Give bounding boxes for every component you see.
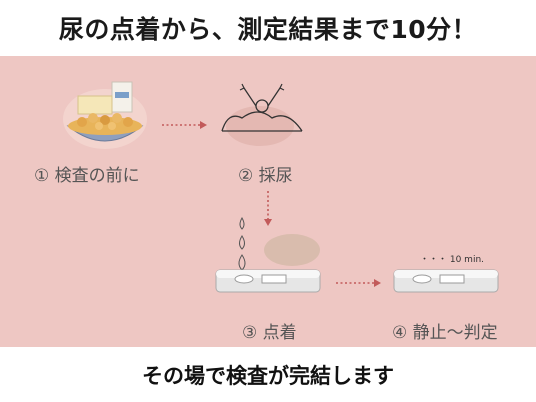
step-3-label: ③ 点着 bbox=[242, 323, 297, 343]
arrow-right-icon bbox=[336, 279, 381, 287]
arrow-right-icon bbox=[162, 121, 207, 129]
person-stretching-icon bbox=[221, 83, 303, 146]
timer-label: ・・・ 10 min. bbox=[420, 255, 485, 265]
page-title: 尿の点着から、測定結果まで10分！ bbox=[58, 15, 478, 44]
footer-text: その場で検査が完結します bbox=[142, 363, 394, 388]
test-strip-drops-icon bbox=[215, 234, 321, 293]
arrow-down-icon bbox=[264, 191, 272, 226]
food-bowl-icon bbox=[63, 81, 147, 149]
step-2-label: ② 採尿 bbox=[238, 166, 293, 186]
step-4-label: ④ 静止～判定 bbox=[392, 323, 498, 343]
test-strip-timer-icon bbox=[393, 269, 499, 293]
process-panel: ① 検査の前に ② 採尿 ③ 点着 ・・・ 10 min. bbox=[0, 56, 536, 347]
step-1-label: ① 検査の前に bbox=[34, 166, 140, 186]
